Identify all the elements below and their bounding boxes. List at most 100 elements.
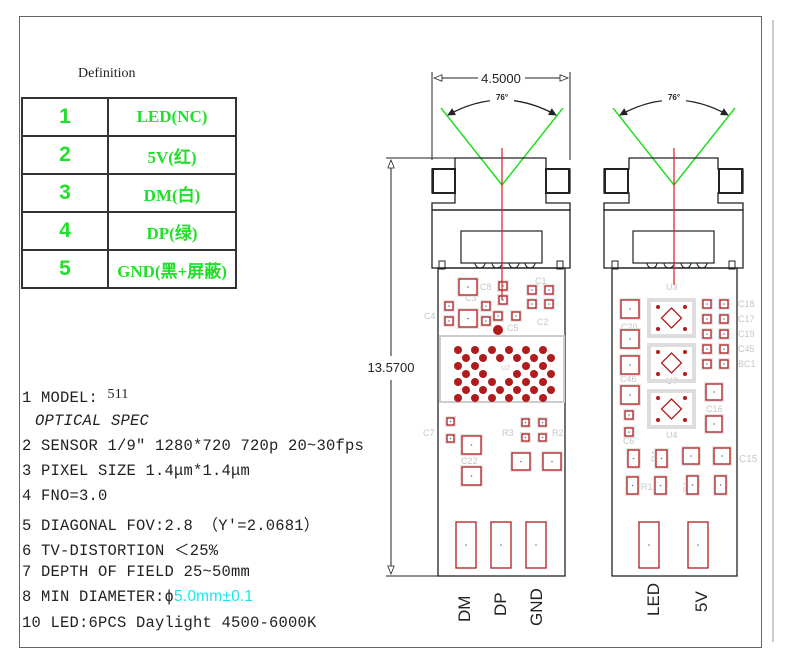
fov-line-left: [612, 107, 675, 186]
solder-ball: [471, 378, 479, 386]
pad-center-dot: [706, 333, 708, 335]
pad-center-dot: [465, 544, 467, 546]
silk-label: C22: [461, 456, 478, 466]
solder-ball: [454, 362, 462, 370]
back-pads: [619, 298, 732, 569]
pad-center-dot: [467, 317, 469, 320]
back-view: 76° U3 C20 C46 U7 U4 C6 C18 C17 C19 C45 …: [603, 20, 774, 642]
led-diamond: [660, 352, 683, 374]
silk-label: C6: [623, 436, 635, 446]
led-outline: [647, 343, 696, 383]
silk-label: U3: [666, 282, 678, 292]
pad-center-dot: [706, 318, 708, 320]
spec-min-diameter: 8 MIN DIAMETER:ϕ5.0mm±0.1: [22, 588, 253, 606]
pin-name: DM(白): [107, 173, 237, 213]
led-pin: [683, 305, 687, 309]
front-view: 4.5000 13.5700 76° C1 C2 C3 C4: [368, 71, 571, 577]
notch: [611, 260, 619, 270]
solder-ball: [513, 370, 521, 378]
solder-ball: [530, 386, 538, 394]
pad-center-dot: [660, 457, 663, 460]
pad-center-dot: [719, 484, 722, 486]
fov-label-bg: [662, 92, 686, 102]
housing-tab-right: [718, 168, 743, 194]
pad-center-dot: [723, 363, 725, 365]
housing-tab-left: [604, 168, 629, 194]
solder-ball: [539, 346, 547, 354]
solder-ball: [547, 386, 555, 394]
solder-ball: [505, 378, 513, 386]
solder-ball: [488, 394, 496, 402]
solder-ball: [522, 362, 530, 370]
pad-center-dot: [691, 484, 694, 486]
pad-center-dot: [659, 484, 662, 487]
pad-center-dot: [713, 423, 715, 425]
pad-center-dot: [723, 303, 725, 305]
spec-depth-of-field: 7 DEPTH OF FIELD 25~50mm: [22, 563, 251, 581]
pad-center-dot: [629, 394, 631, 396]
pad-center-dot: [697, 544, 699, 546]
solder-ball: [471, 346, 479, 354]
spec-pixel-size: 3 PIXEL SIZE 1.4μm*1.4μm: [22, 462, 251, 480]
solder-ball: [547, 354, 555, 362]
notch: [728, 260, 736, 270]
pin-number: 4: [21, 211, 109, 251]
silk-label: C2: [537, 317, 549, 327]
silk-label: C4: [424, 311, 436, 321]
fov-angle-arc: [447, 99, 557, 116]
led-diamond: [660, 307, 683, 329]
solder-ball: [454, 346, 462, 354]
silk-label: C19: [738, 329, 755, 339]
pad-center-dot: [515, 315, 517, 317]
pad-center-dot: [632, 457, 635, 460]
solder-ball: [513, 386, 521, 394]
solder-ball: [505, 346, 513, 354]
height-dimension-label: 13.5700: [368, 360, 415, 375]
pad-center-dot: [467, 286, 469, 288]
led-pin: [656, 418, 660, 422]
solder-ball: [462, 354, 470, 362]
solder-ball: [522, 378, 530, 386]
pad-center-dot: [531, 289, 533, 291]
pad-label-dm: DM: [455, 596, 474, 622]
pad-center-dot: [648, 544, 650, 546]
solder-ball: [479, 354, 487, 362]
pad-center-dot: [524, 421, 527, 424]
pin-name: 5V(红): [107, 135, 237, 175]
pad-center-dot: [520, 460, 522, 463]
pad-label-gnd: GND: [527, 588, 546, 626]
led-pin: [683, 396, 687, 400]
pin-number: 1: [21, 97, 109, 137]
silk-label: C15: [739, 454, 758, 465]
silk-label: U2: [501, 365, 510, 372]
pad-center-dot: [723, 348, 725, 350]
pin-number: 3: [21, 173, 109, 213]
pad-center-dot: [448, 305, 450, 307]
silk-label: C8: [480, 282, 492, 292]
pad-center-dot: [535, 544, 537, 546]
pad-center-dot: [690, 455, 692, 457]
fov-line-right: [501, 107, 564, 186]
pad-center-dot: [628, 414, 630, 416]
led-pin: [683, 327, 687, 331]
pad-center-dot: [485, 305, 487, 307]
silk-label: C7: [423, 428, 435, 438]
pin-number: 5: [21, 249, 109, 289]
spec-model-value: 511: [107, 387, 129, 402]
silk-label: R1: [641, 482, 653, 492]
led-diamond: [660, 398, 683, 420]
solder-ball: [479, 386, 487, 394]
fov-angle-label: 76°: [496, 93, 508, 102]
fov-angle-arc: [619, 99, 729, 116]
silk-label: C3: [465, 293, 477, 303]
pad-center-dot: [723, 333, 725, 335]
pad-center-dot: [470, 444, 473, 446]
spec-sensor: 2 SENSOR 1/9″ 1280*720 720p 20~30fps: [22, 437, 365, 455]
spec-fno: 4 FNO=3.0: [22, 487, 108, 505]
pad-center-dot: [449, 437, 452, 440]
pad-center-dot: [548, 289, 550, 291]
solder-ball: [471, 362, 479, 370]
